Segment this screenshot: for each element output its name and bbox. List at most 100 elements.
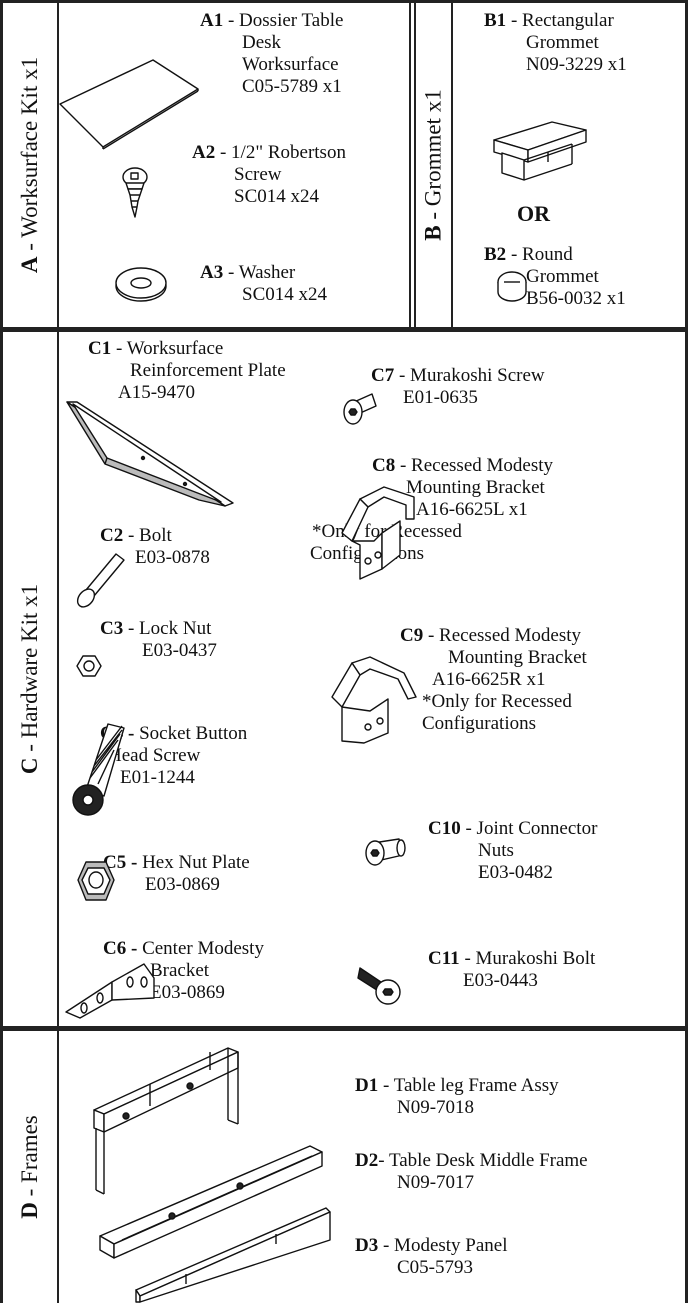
- divider-a-b-1: [409, 0, 411, 329]
- recessed-bracket-right-icon: [331, 656, 417, 744]
- washer-icon: [115, 267, 167, 302]
- part-c5-line1: Hex Nut Plate: [142, 852, 250, 873]
- part-a1-code: A1: [200, 10, 224, 31]
- part-c5-code: C5 -: [103, 852, 138, 873]
- part-c4-line3: E01-1244: [120, 767, 195, 788]
- part-d3-code: D3: [355, 1235, 379, 1256]
- rectangular-grommet-icon: [493, 121, 587, 181]
- section-d-code: D: [17, 1202, 42, 1219]
- part-c8-line3: A16-6625L x1: [416, 499, 528, 520]
- outer-border-left: [0, 0, 3, 1303]
- part-a1-line1: - Dossier Table: [227, 10, 344, 31]
- part-a2-line2: Screw: [234, 164, 282, 185]
- part-c9: C9 - Recessed Modesty Mounting Bracket A…: [400, 625, 587, 735]
- section-b-title: - Grommet x1: [420, 89, 446, 226]
- joint-connector-nut-icon: [365, 838, 406, 866]
- section-a-code: A: [17, 256, 42, 274]
- outer-border-right: [685, 0, 688, 1303]
- part-c4-line2: Head Screw: [108, 745, 201, 766]
- socket-screw-icon: [72, 723, 125, 816]
- part-a2-line3: SC014 x24: [234, 186, 319, 207]
- murakoshi-bolt-icon: [357, 967, 401, 1005]
- part-c9-line2: Mounting Bracket: [448, 647, 587, 668]
- section-c-label: C - Hardware Kit x1: [3, 332, 57, 1026]
- part-c9-line5: Configurations: [422, 713, 536, 734]
- section-d-label: D - Frames: [3, 1031, 57, 1303]
- or-label: OR: [517, 201, 550, 226]
- part-b2-line3: B56-0032 x1: [526, 288, 626, 309]
- part-b2-code: B2: [484, 244, 507, 265]
- section-a-title: - Worksurface Kit x1: [17, 56, 42, 257]
- label-column-line: [57, 0, 59, 1303]
- part-d1-line1: - Table leg Frame Assy: [382, 1075, 559, 1096]
- part-b2-line2: Grommet: [526, 266, 599, 287]
- part-b1-code: B1: [484, 10, 507, 31]
- round-grommet-icon: [497, 271, 527, 302]
- divider-a-b-2: [414, 0, 416, 329]
- part-c3: C3 - Lock Nut E03-0437: [100, 618, 217, 662]
- part-c10-line1: - Joint Connector: [465, 818, 598, 839]
- part-c11: C11 - Murakoshi Bolt E03-0443: [428, 948, 595, 992]
- part-c11-line1: - Murakoshi Bolt: [464, 948, 596, 969]
- section-c-title: - Hardware Kit x1: [17, 583, 42, 758]
- part-a1-line4: C05-5789 x1: [242, 76, 342, 97]
- part-a3-line1: - Washer: [227, 262, 296, 283]
- b-label-column-line: [451, 0, 453, 329]
- part-c3-line2: E03-0437: [142, 640, 217, 661]
- part-d3: D3 - Modesty Panel C05-5793: [355, 1235, 508, 1279]
- part-c2-line1: - Bolt: [127, 525, 172, 546]
- part-a3-line2: SC014 x24: [242, 284, 327, 305]
- part-c9-line1: - Recessed Modesty: [427, 625, 582, 646]
- part-a3-code: A3: [200, 262, 224, 283]
- part-a2: A2 - 1/2" Robertson Screw SC014 x24: [192, 142, 346, 208]
- murakoshi-screw-icon: [343, 393, 377, 425]
- part-d1-code: D1: [355, 1075, 379, 1096]
- part-c3-line1: - Lock Nut: [127, 618, 212, 639]
- outer-border-top: [0, 0, 688, 3]
- reinforcement-plate-icon: [66, 401, 234, 507]
- part-c10-line2: Nuts: [478, 840, 514, 861]
- hex-nut-plate-icon: [77, 861, 115, 901]
- part-c6-line1: Center Modesty: [142, 938, 264, 959]
- bolt-icon: [76, 553, 125, 608]
- part-c3-code: C3: [100, 618, 124, 639]
- worksurface-icon: [59, 59, 199, 150]
- part-c6-line2: Bracket: [150, 960, 210, 981]
- part-c6-code: C6 -: [103, 938, 138, 959]
- part-b1-line1: - Rectangular: [510, 10, 614, 31]
- part-d2-line2: N09-7017: [397, 1172, 475, 1193]
- part-c7: C7 - Murakoshi Screw E01-0635: [371, 365, 545, 409]
- part-a2-code: A2: [192, 142, 216, 163]
- part-a1: A1 - Dossier Table Desk Worksurface C05-…: [200, 10, 343, 98]
- part-b1-line2: Grommet: [526, 32, 599, 53]
- section-b-code: B: [420, 225, 446, 241]
- part-c7-code: C7: [371, 365, 395, 386]
- part-d1-line2: N09-7018: [397, 1097, 475, 1118]
- part-d2: D2- Table Desk Middle Frame N09-7017: [355, 1150, 588, 1194]
- part-c1-code: C1: [88, 338, 112, 359]
- part-c11-line2: E03-0443: [463, 970, 538, 991]
- section-b-label: B - Grommet x1: [416, 3, 451, 327]
- part-c5: C5 - Hex Nut Plate E03-0869: [103, 852, 250, 896]
- part-d1: D1 - Table leg Frame Assy N09-7018: [355, 1075, 559, 1119]
- part-c2-code: C2: [100, 525, 124, 546]
- part-b1: B1 - Rectangular Grommet N09-3229 x1: [484, 10, 627, 76]
- part-c9-line4: *Only for Recessed: [422, 691, 572, 712]
- part-a2-line1: - 1/2" Robertson: [219, 142, 346, 163]
- part-c10-code: C10: [428, 818, 461, 839]
- part-b2-line1: - Round: [510, 244, 573, 265]
- part-c10-line3: E03-0482: [478, 862, 553, 883]
- part-c8-line1: - Recessed Modesty: [399, 455, 554, 476]
- part-d3-line1: - Modesty Panel: [382, 1235, 508, 1256]
- part-c5-line2: E03-0869: [145, 874, 220, 895]
- part-c7-line2: E01-0635: [403, 387, 478, 408]
- part-c2-line2: E03-0878: [135, 547, 210, 568]
- part-c4: C4 - Socket Button Head Screw E01-1244: [100, 723, 247, 789]
- part-c7-line1: - Murakoshi Screw: [398, 365, 545, 386]
- part-c8-line2: Mounting Bracket: [406, 477, 545, 498]
- part-c1: C1 - Worksurface Reinforcement Plate A15…: [88, 338, 286, 404]
- part-c9-code: C9: [400, 625, 424, 646]
- frames-assembly-icon: [93, 1047, 331, 1303]
- part-d2-line1: - Table Desk Middle Frame: [378, 1150, 588, 1171]
